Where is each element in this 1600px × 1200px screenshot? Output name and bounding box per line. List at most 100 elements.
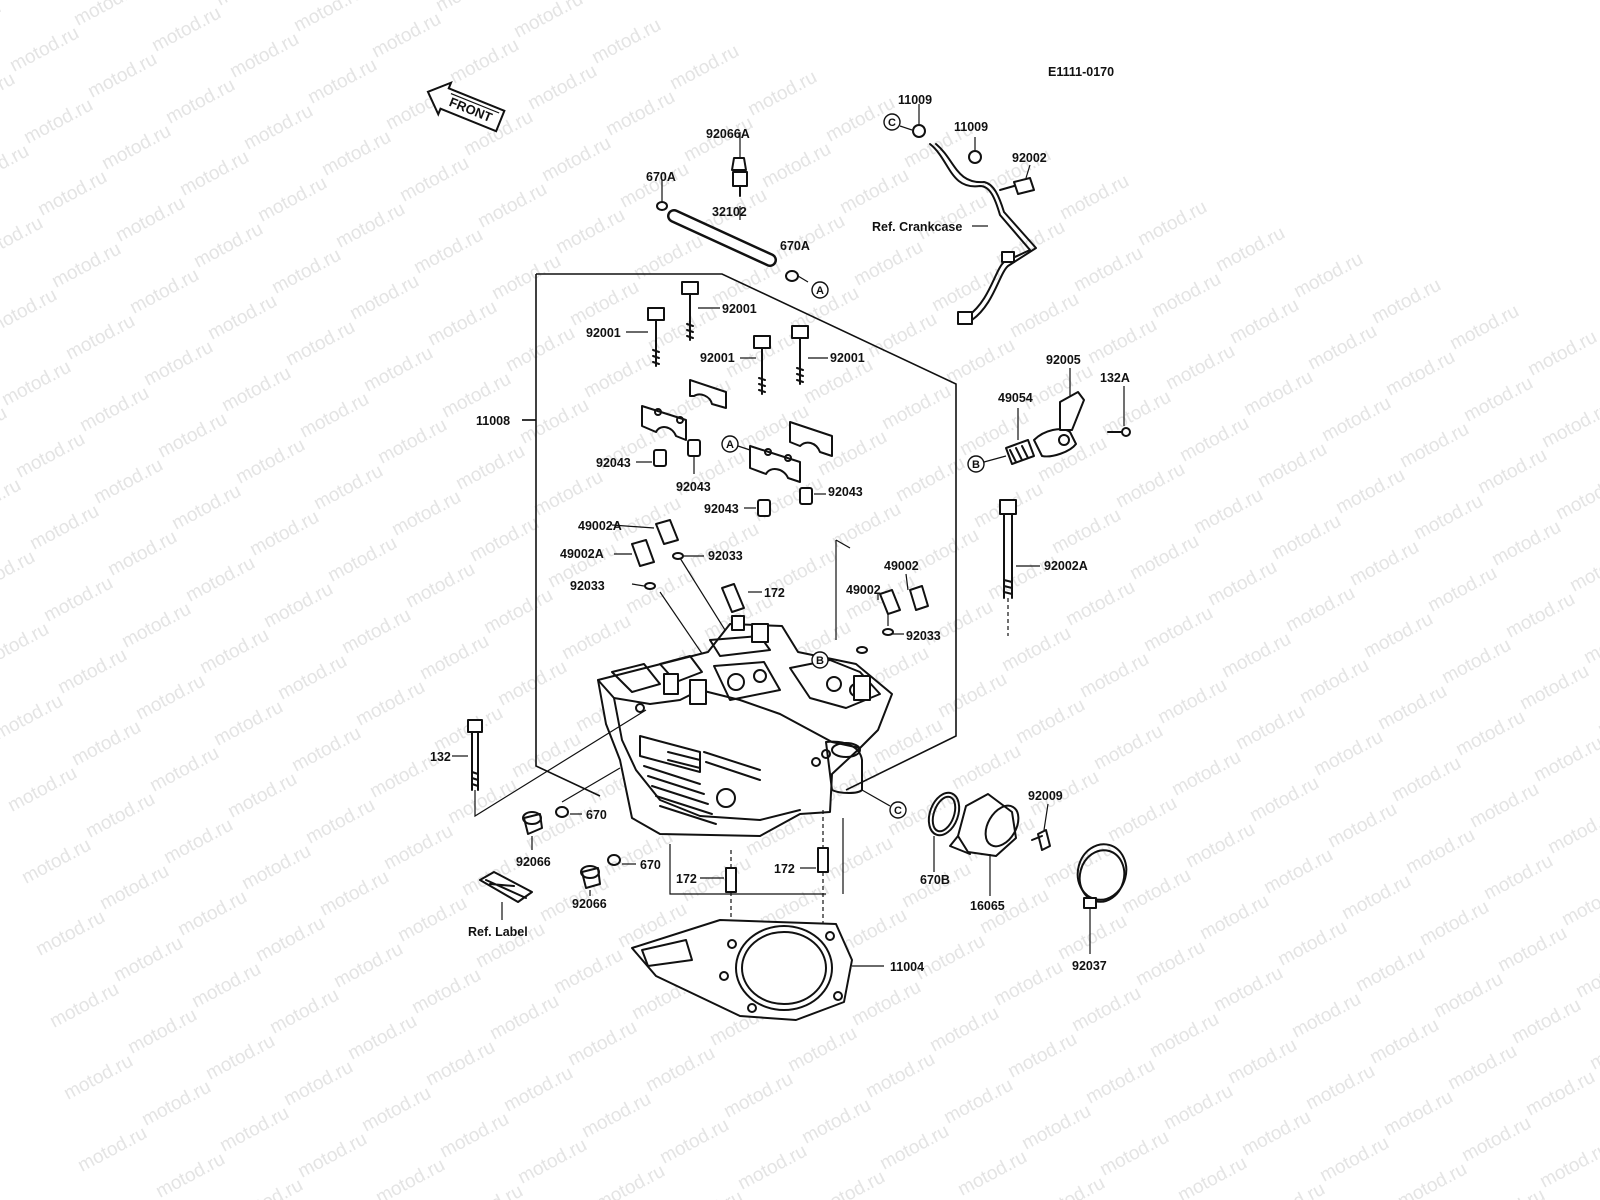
- watermark-text: motod.ru: [1196, 891, 1272, 945]
- front-arrow-icon: FRONT: [426, 80, 506, 133]
- watermark-text: motod.ru: [1056, 171, 1132, 225]
- watermark-text: motod.ru: [1240, 367, 1316, 421]
- watermark-text: motod.ru: [1460, 373, 1536, 427]
- watermark-text: motod.ru: [892, 453, 968, 507]
- watermark-text: motod.ru: [446, 35, 522, 89]
- oil-pipe-assembly: [912, 104, 1037, 325]
- watermark-text: motod.ru: [162, 75, 238, 129]
- part-label-92005: 92005: [1046, 353, 1081, 367]
- watermark-text: motod.ru: [396, 153, 472, 207]
- watermark-text: motod.ru: [1082, 1055, 1158, 1109]
- watermark-text: motod.ru: [1084, 315, 1160, 369]
- watermark-text: motod.ru: [394, 893, 470, 947]
- watermark-text: motod.ru: [552, 205, 628, 259]
- assembly-frame-left: [535, 274, 601, 797]
- watermark-text: motod.ru: [878, 381, 954, 435]
- part-label-92009: 92009: [1028, 789, 1063, 803]
- watermark-text: motod.ru: [1508, 995, 1584, 1049]
- watermark-text: motod.ru: [112, 193, 188, 247]
- watermark-text: motod.ru: [1452, 707, 1528, 761]
- watermark-text: motod.ru: [942, 335, 1018, 389]
- bolt-132: [452, 709, 647, 818]
- head-gasket-11004: [631, 919, 884, 1021]
- watermark-text: motod.ru: [1446, 301, 1522, 355]
- watermark-text: motod.ru: [1516, 661, 1592, 715]
- pipe-32102: [667, 209, 777, 267]
- watermark-text: motod.ru: [18, 835, 94, 889]
- watermark-text: motod.ru: [1132, 937, 1208, 991]
- watermark-text: motod.ru: [168, 481, 244, 535]
- watermark-text: motod.ru: [140, 337, 216, 391]
- watermark-text: motod.ru: [1380, 1087, 1456, 1141]
- watermark-text: motod.ru: [118, 599, 194, 653]
- part-label-172-top: 172: [764, 586, 785, 600]
- watermark-text: motod.ru: [914, 191, 990, 245]
- watermark-text: motod.ru: [1382, 347, 1458, 401]
- watermark-text: motod.ru: [372, 1155, 448, 1200]
- watermark-text: motod.ru: [232, 435, 308, 489]
- watermark-text: motod.ru: [1174, 1153, 1250, 1200]
- watermark-text: motod.ru: [1480, 851, 1556, 905]
- watermark-text: motod.ru: [402, 559, 478, 613]
- bolt-92001-group: [626, 281, 828, 395]
- watermark-text: motod.ru: [132, 671, 208, 725]
- ref-crankcase-label: Ref. Crankcase: [872, 220, 962, 234]
- camshaft-caps: [641, 379, 833, 483]
- watermark-text: motod.ru: [1282, 583, 1358, 637]
- watermark-text: motod.ru: [1558, 877, 1600, 931]
- watermark-text: motod.ru: [1112, 459, 1188, 513]
- watermark-text: motod.ru: [1218, 629, 1294, 683]
- watermark-text: motod.ru: [138, 1077, 214, 1131]
- part-label-92033-c: 92033: [906, 629, 941, 643]
- watermark-text: motod.ru: [96, 861, 172, 915]
- watermark-text: motod.ru: [358, 1083, 434, 1137]
- watermark-text: motod.ru: [174, 887, 250, 941]
- watermark-text: motod.ru: [360, 343, 436, 397]
- watermark-text: motod.ru: [1004, 1029, 1080, 1083]
- watermark-text: motod.ru: [1048, 505, 1124, 559]
- watermark-text: motod.ru: [862, 1049, 938, 1103]
- watermark-text: motod.ru: [60, 1051, 136, 1105]
- watermark-text: motod.ru: [954, 1147, 1030, 1200]
- watermark-text: motod.ru: [324, 533, 400, 587]
- watermark-text: motod.ru: [1062, 577, 1138, 631]
- watermark-text: motod.ru: [772, 211, 848, 265]
- watermark-text: motod.ru: [850, 237, 926, 291]
- part-label-92001-d: 92001: [830, 351, 865, 365]
- watermark-text: motod.ru: [642, 1043, 718, 1097]
- watermark-text: motod.ru: [0, 69, 19, 123]
- watermark-text: motod.ru: [1090, 721, 1166, 775]
- watermark-text: motod.ru: [436, 1109, 512, 1163]
- watermark-text: motod.ru: [154, 409, 230, 463]
- watermark-text: motod.ru: [784, 1023, 860, 1077]
- watermark-text: motod.ru: [0, 213, 47, 267]
- part-label-670A-right: 670A: [780, 239, 810, 253]
- stud-172-top: [721, 583, 762, 613]
- svg-text:B: B: [816, 655, 824, 667]
- watermark-text: motod.ru: [876, 1121, 952, 1175]
- part-label-11009-a: 11009: [898, 93, 932, 107]
- watermark-text: motod.ru: [656, 1115, 732, 1169]
- watermark-text: motod.ru: [630, 231, 706, 285]
- watermark-text: motod.ru: [538, 133, 614, 187]
- watermark-text: motod.ru: [380, 821, 456, 875]
- watermark-text: motod.ru: [98, 121, 174, 175]
- fitting-92066A: [731, 132, 748, 197]
- watermark-text: motod.ru: [1176, 413, 1252, 467]
- watermark-text: motod.ru: [1068, 983, 1144, 1037]
- watermark-text: motod.ru: [218, 363, 294, 417]
- watermark-text: motod.ru: [188, 959, 264, 1013]
- watermark-text: motod.ru: [524, 61, 600, 115]
- part-label-32102: 32102: [712, 205, 747, 219]
- watermark-text: motod.ru: [734, 1141, 810, 1195]
- watermark-text: motod.ru: [0, 691, 67, 745]
- watermark-text: motod.ru: [1544, 805, 1600, 859]
- watermark-text: motod.ru: [998, 623, 1074, 677]
- watermark-text: motod.ru: [124, 1005, 200, 1059]
- watermark-text: motod.ru: [1126, 531, 1202, 585]
- watermark-text: motod.ru: [1474, 445, 1550, 499]
- part-label-49002A-b: 49002A: [560, 547, 604, 561]
- watermark-text: motod.ru: [0, 547, 39, 601]
- watermark-text: motod.ru: [1580, 615, 1600, 669]
- part-label-92043-d: 92043: [828, 485, 863, 499]
